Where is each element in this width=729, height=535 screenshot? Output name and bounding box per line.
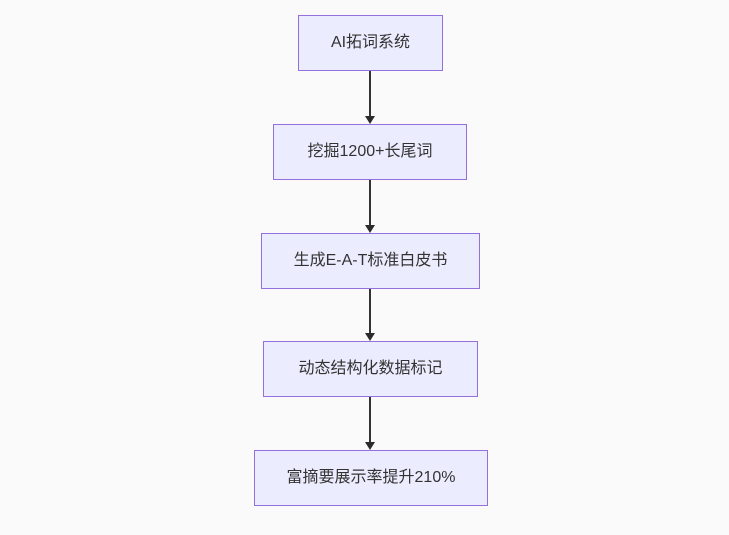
flow-node-label: 生成E-A-T标准白皮书 [293,252,448,269]
flow-node-label: 挖掘1200+长尾词 [307,143,433,160]
flow-node-ai-word-expansion: AI拓词系统 [298,15,443,71]
flow-node-label: 动态结构化数据标记 [298,360,443,377]
arrow-head-icon [365,225,375,233]
flow-node-label: 富摘要展示率提升210% [286,469,456,486]
flow-arrow-1 [364,71,376,124]
flow-node-label: AI拓词系统 [330,34,411,51]
arrow-line [369,180,371,227]
arrow-line [369,289,371,335]
flow-arrow-2 [364,180,376,233]
flow-arrow-3 [364,289,376,341]
arrow-line [369,71,371,118]
arrow-line [369,397,371,444]
flow-node-longtail-mining: 挖掘1200+长尾词 [273,124,467,180]
flow-node-eat-whitepaper: 生成E-A-T标准白皮书 [261,233,480,289]
flow-node-structured-data-markup: 动态结构化数据标记 [263,341,478,397]
flow-node-rich-snippet-result: 富摘要展示率提升210% [254,450,488,506]
arrow-head-icon [365,116,375,124]
arrow-head-icon [365,333,375,341]
arrow-head-icon [365,442,375,450]
flow-arrow-4 [364,397,376,450]
